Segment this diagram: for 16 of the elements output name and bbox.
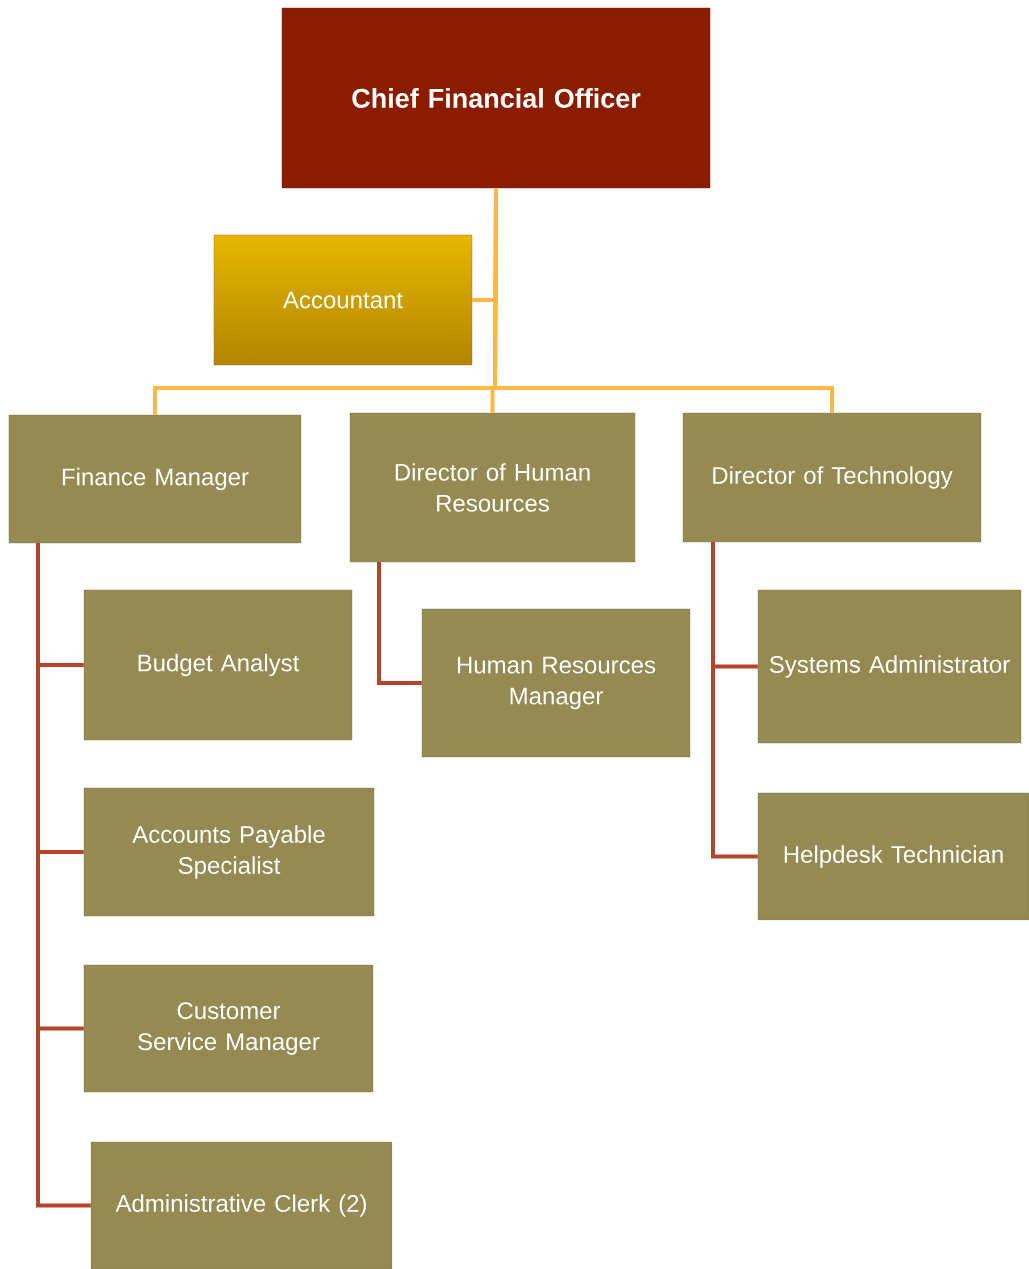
connector-line [493, 188, 834, 413]
connector-line [711, 542, 758, 859]
position-box: Budget Analyst [83, 589, 353, 741]
position-box: Director of Technology [682, 412, 982, 543]
position-box: Accountant [213, 234, 473, 366]
position-box: Helpdesk Technician [757, 792, 1029, 921]
position-box: Director of Human Resources [349, 412, 636, 563]
connector-line [36, 543, 91, 1208]
position-box: Accounts Payable Specialist [83, 787, 375, 917]
position-box: Finance Manager [8, 414, 302, 544]
position-box: Chief Financial Officer [281, 7, 711, 189]
position-box: Human Resources Manager [421, 608, 691, 758]
position-box: Customer Service Manager [83, 964, 374, 1093]
position-box: Systems Administrator [757, 589, 1022, 744]
position-box: Administrative Clerk (2) [90, 1141, 393, 1269]
connector-line [377, 562, 422, 685]
